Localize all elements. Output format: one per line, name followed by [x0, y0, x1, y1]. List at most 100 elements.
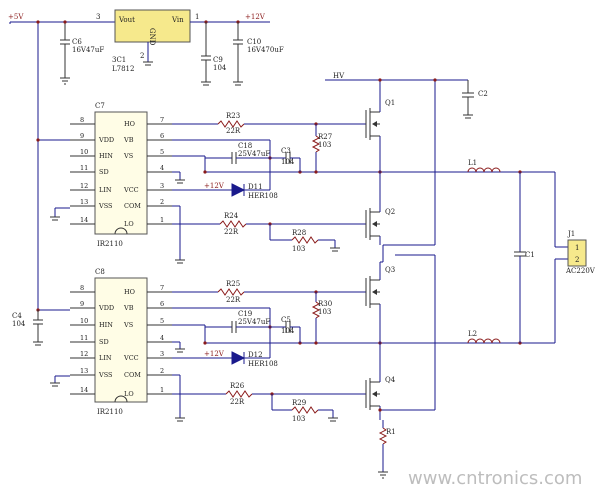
top-left-pin-name: SD: [99, 168, 109, 176]
regulator-l7812: [114, 9, 191, 43]
svg-text:Vin: Vin: [171, 16, 184, 24]
top-right-pin-number: 1: [160, 216, 164, 224]
c10-value: 16V470uF: [247, 46, 284, 54]
top-left-pin-number: 10: [80, 148, 88, 156]
c6-value: 16V47uF: [72, 46, 104, 54]
bot-right-pin-name: VB: [123, 304, 134, 312]
bot-right-pin-name: COM: [124, 371, 141, 379]
c3-ref: C3: [281, 147, 291, 155]
bot-left-pin-number: 11: [80, 334, 88, 342]
top-right-pin-number: 7: [160, 116, 164, 124]
c5-ref: C5: [281, 316, 291, 324]
net-label-12v-bottom: +12V: [204, 350, 225, 358]
bot-left-pin-number: 8: [80, 284, 84, 292]
r27-ref: R27: [318, 133, 332, 141]
net-label-5v: +5V: [8, 13, 24, 21]
top-right-pin-name: COM: [124, 202, 141, 210]
bot-left-pin-number: 13: [80, 367, 88, 375]
bot-left-pin-number: 14: [80, 386, 88, 394]
r24-value: 22R: [224, 228, 239, 236]
bot-left-pin-number: 10: [80, 317, 88, 325]
driver-top-ref: C7: [95, 102, 105, 110]
svg-text:3: 3: [96, 13, 100, 21]
top-left-pin-number: 8: [80, 116, 84, 124]
c9-ref: C9: [213, 56, 223, 64]
r23-ref: R23: [226, 112, 240, 120]
top-left-pin-number: 12: [80, 182, 88, 190]
bot-right-pin-number: 1: [160, 386, 164, 394]
svg-text:Q2: Q2: [385, 208, 395, 216]
bot-left-pin-name: LIN: [99, 354, 112, 362]
output-filter: L1 L2 C1 J1 1 2 AC220V: [467, 159, 596, 345]
bot-right-pin-number: 2: [160, 367, 164, 375]
l1-ref: L1: [468, 159, 477, 167]
top-right-pin-name: LO: [124, 220, 134, 228]
d11-value: HER108: [248, 192, 278, 200]
connector-j1: [567, 239, 587, 267]
bot-right-pin-number: 4: [160, 334, 164, 342]
top-right-pin-number: 2: [160, 198, 164, 206]
c6-ref: C6: [72, 38, 82, 46]
ir2110-bottom: [94, 277, 148, 403]
top-right-pin-number: 3: [160, 182, 164, 190]
bot-right-pin-number: 6: [160, 300, 164, 308]
mosfet-q1: Q1: [360, 99, 395, 172]
svg-text:2: 2: [575, 256, 579, 264]
svg-text:1: 1: [195, 13, 199, 21]
bot-right-pin-name: VCC: [123, 354, 139, 362]
bot-left-pin-name: SD: [99, 338, 109, 346]
r27-value: 103: [318, 141, 331, 149]
r24-ref: R24: [224, 212, 239, 220]
r28-value: 103: [292, 245, 305, 253]
svg-text:Vout: Vout: [118, 16, 135, 24]
top-left-pin-number: 14: [80, 216, 88, 224]
reg-ref: 3C1: [112, 56, 126, 64]
d12-diode: [231, 351, 246, 365]
net-label-12v-top: +12V: [204, 182, 225, 190]
r30-value: 103: [318, 308, 331, 316]
top-left-pin-name: HIN: [99, 152, 113, 160]
r30-ref: R30: [318, 300, 332, 308]
hv-bus: HV C2: [325, 72, 488, 246]
top-right-pin-number: 5: [160, 148, 164, 156]
top-right-pin-name: VB: [123, 136, 134, 144]
bot-right-pin-number: 3: [160, 350, 164, 358]
top-left-pin-name: VSS: [98, 202, 113, 210]
c10-ref: C10: [247, 38, 261, 46]
top-right-pin-number: 6: [160, 132, 164, 140]
watermark: www.cntronics.com: [408, 468, 582, 489]
r26-value: 22R: [230, 398, 245, 406]
top-left-pin-name: VDD: [98, 136, 114, 144]
bot-left-pin-name: VDD: [98, 304, 114, 312]
r29-ref: R29: [292, 399, 306, 407]
j1-ref: J1: [567, 230, 575, 238]
bot-left-pin-number: 9: [80, 300, 84, 308]
top-right-pin-name: HO: [124, 120, 135, 128]
c19-ref: C19: [238, 310, 252, 318]
top-left-pin-number: 13: [80, 198, 88, 206]
bot-right-pin-name: VS: [123, 321, 133, 329]
bot-left-pin-name: HIN: [99, 321, 113, 329]
c18-ref: C18: [238, 142, 252, 150]
r25-value: 22R: [226, 296, 241, 304]
d11-ref: D11: [248, 183, 263, 191]
driver-bottom-ref: C8: [95, 268, 105, 276]
net-label-12v-in: +12V: [245, 13, 266, 21]
driver-bottom-part: IR2110: [97, 408, 123, 416]
top-left-pin-number: 9: [80, 132, 84, 140]
r26-ref: R26: [230, 382, 245, 390]
c4-ref: C4: [12, 312, 22, 320]
top-right-pin-number: 4: [160, 164, 164, 172]
svg-text:Q3: Q3: [385, 266, 395, 274]
c4-value: 104: [12, 320, 26, 328]
left-nets: C4 104: [12, 138, 70, 387]
r23-value: 22R: [226, 127, 241, 135]
bot-right-pin-number: 5: [160, 317, 164, 325]
svg-text:Q1: Q1: [385, 99, 395, 107]
reg-part: L7812: [112, 65, 134, 73]
r29-value: 103: [292, 415, 305, 423]
supply-section: +5V 3 C6 16V47uF Vout Vin GND 2 3C1 L781…: [8, 9, 284, 310]
